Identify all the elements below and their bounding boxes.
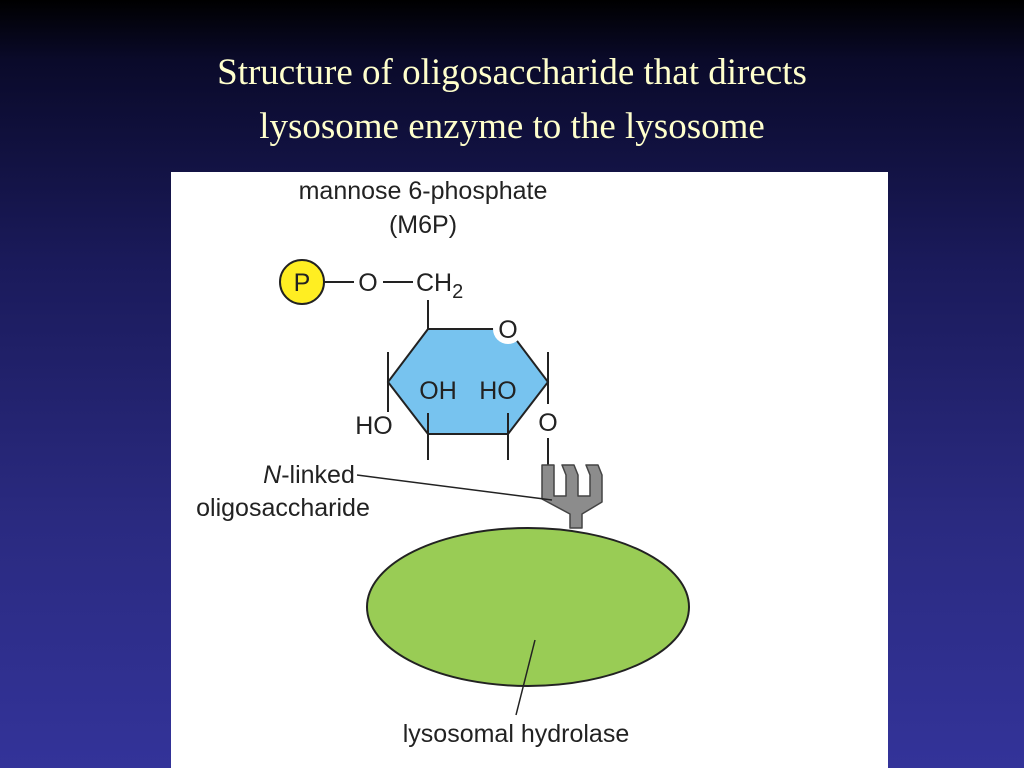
n-linked-leader-line (356, 474, 553, 501)
oligosaccharide-label: oligosaccharide (196, 494, 370, 522)
n-linked-italic: N (263, 461, 282, 489)
oh-inner-left-label: OH (419, 377, 457, 405)
ho-inner-right-label: HO (479, 377, 517, 405)
m6p-diagram: mannose 6-phosphate (M6P) P O CH2 O OH H (196, 177, 690, 748)
phosphate-label: P (294, 269, 311, 297)
n-linked-rest: -linked (281, 461, 355, 489)
ring-oxygen-gap (493, 314, 523, 344)
n-linked-oligosaccharide-shape (541, 464, 603, 529)
slide-title-line-1: Structure of oligosaccharide that direct… (217, 52, 807, 93)
ch2-subscript: 2 (452, 281, 463, 303)
linkage-oxygen-label: O (538, 409, 557, 437)
n-linked-label: N-linked (263, 461, 355, 489)
m6p-name-label: mannose 6-phosphate (299, 177, 548, 205)
hydrolase-leader-line (515, 639, 536, 716)
ring-oxygen-label: O (498, 316, 517, 344)
mannose-ring (386, 328, 550, 435)
phosphate-group: P (279, 259, 325, 305)
chain-oxygen-label: O (358, 269, 377, 297)
slide-title-line-2: lysosome enzyme to the lysosome (259, 106, 765, 147)
ho-outer-left-label: HO (355, 412, 393, 440)
m6p-abbrev-label: (M6P) (389, 211, 457, 239)
figure-panel: mannose 6-phosphate (M6P) P O CH2 O OH H (171, 172, 888, 768)
ch2-base: CH (416, 269, 452, 297)
lysosomal-hydrolase-ellipse (366, 527, 690, 687)
hydrolase-label: lysosomal hydrolase (403, 720, 630, 748)
ch2-label: CH2 (416, 269, 463, 303)
slide-title: Structure of oligosaccharide that direct… (0, 46, 1024, 154)
